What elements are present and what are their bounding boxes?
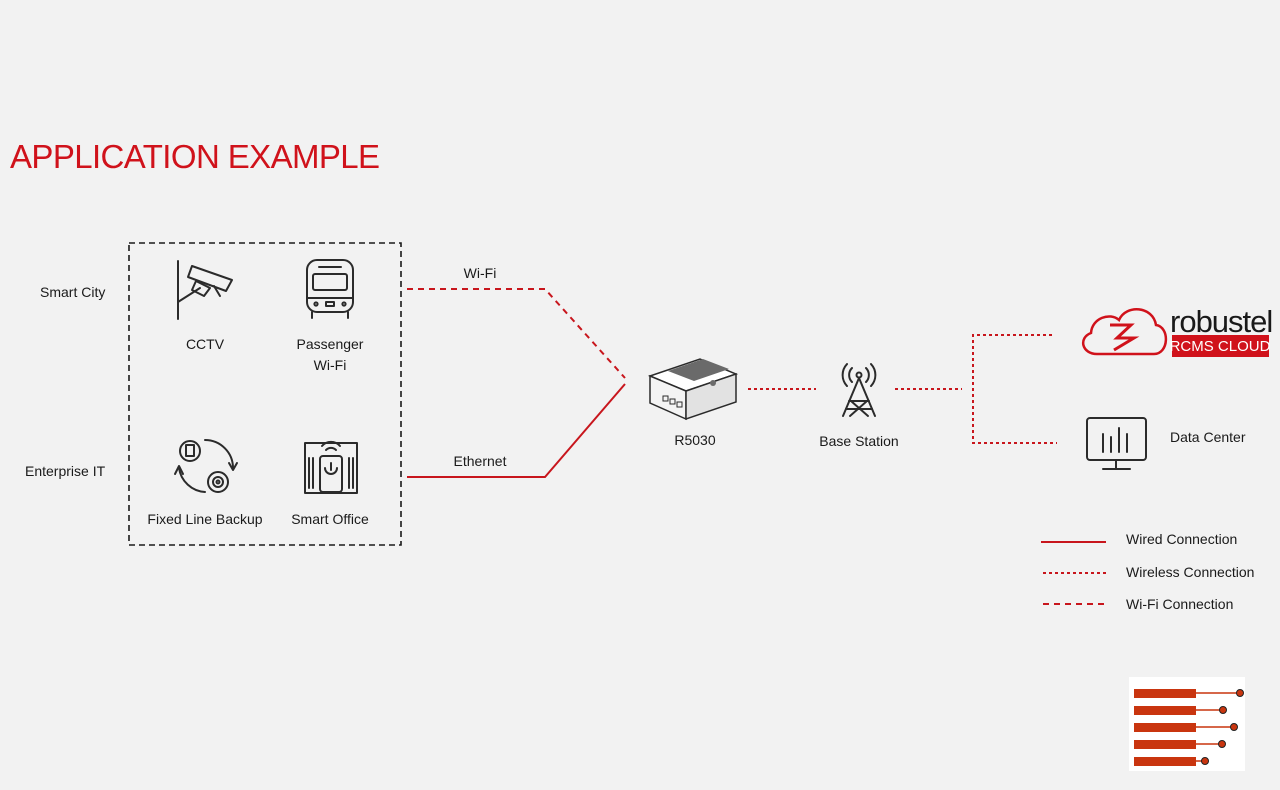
legend-wired-label: Wired Connection [1126, 531, 1237, 547]
legend-wifi-label: Wi-Fi Connection [1126, 596, 1233, 612]
router-label: R5030 [674, 432, 715, 448]
smart-office-icon [304, 440, 358, 494]
base-station-label: Base Station [819, 433, 898, 449]
data-center-label: Data Center [1170, 429, 1246, 445]
page-title: APPLICATION EXAMPLE [10, 138, 379, 175]
legend-wireless-label: Wireless Connection [1126, 564, 1254, 580]
rcms-cloud-label: RCMS CLOUD [1170, 338, 1271, 355]
branch-link-line [972, 334, 1057, 444]
row-label-enterprise-it: Enterprise IT [25, 463, 106, 479]
fixed-line-backup-icon [174, 439, 238, 493]
rcms-cloud-badge [1172, 335, 1269, 357]
row-label-smart-city: Smart City [40, 284, 105, 300]
ethernet-link-line [407, 383, 626, 478]
wifi-link-line [407, 288, 626, 379]
wifi-link-label: Wi-Fi [464, 265, 497, 281]
device-label-smart-office: Smart Office [291, 511, 369, 527]
base-station-icon [841, 363, 877, 417]
robustel-brand-text: robustel [1170, 304, 1272, 339]
device-label-passenger-line2: Wi-Fi [314, 357, 347, 373]
ethernet-link-label: Ethernet [454, 453, 507, 469]
monitor-icon [1086, 417, 1147, 470]
device-label-cctv: CCTV [186, 336, 225, 352]
device-group-box [128, 242, 402, 546]
device-label-fixed-line-backup: Fixed Line Backup [147, 511, 262, 527]
device-label-passenger-line1: Passenger [297, 336, 364, 352]
legend: Wired Connection Wireless Connection Wi-… [1041, 531, 1254, 612]
decorative-logo-icon [1129, 677, 1245, 771]
cctv-icon [177, 260, 233, 320]
bus-icon [306, 259, 354, 319]
router-icon [647, 358, 739, 421]
rcms-cloud-icon [1081, 308, 1168, 356]
